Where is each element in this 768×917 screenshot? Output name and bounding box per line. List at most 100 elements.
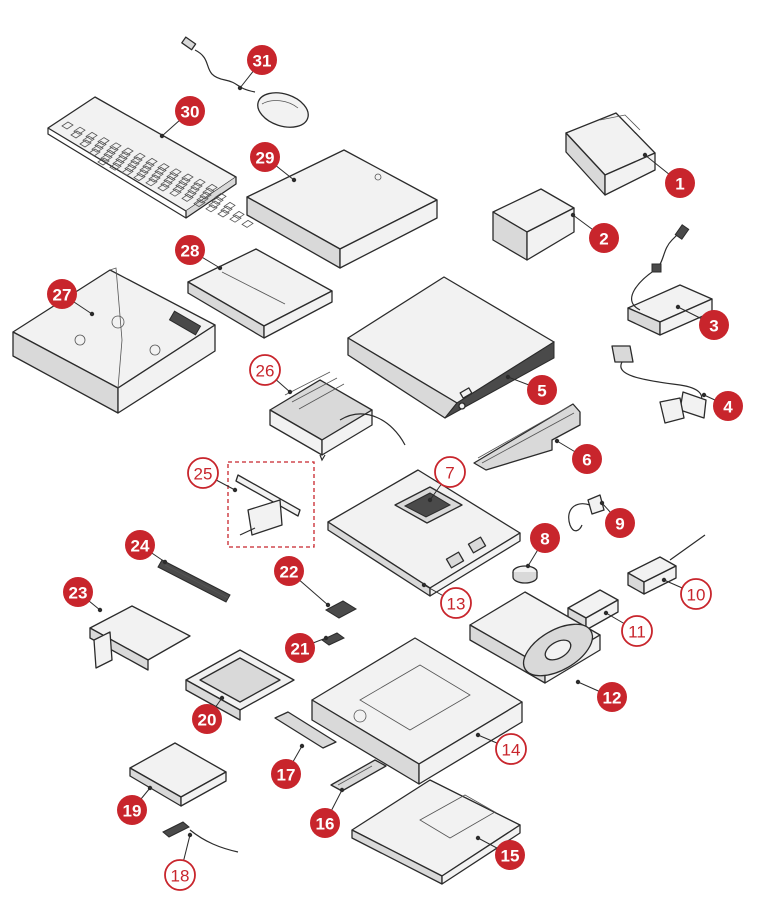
callout-number-4: 4 bbox=[723, 398, 733, 417]
leader-dot-3 bbox=[675, 304, 681, 310]
callout-2: 2 bbox=[589, 223, 619, 253]
callout-6: 6 bbox=[572, 444, 602, 474]
callout-19: 19 bbox=[117, 795, 147, 825]
leader-dot-17 bbox=[299, 743, 305, 749]
callout-14: 14 bbox=[495, 733, 527, 765]
callout-number-9: 9 bbox=[615, 515, 624, 534]
keyboard-key bbox=[88, 148, 101, 157]
callout-circle-25 bbox=[187, 457, 219, 489]
keyboard-key bbox=[157, 163, 170, 172]
keyboard-key bbox=[145, 157, 158, 166]
callout-number-5: 5 bbox=[537, 382, 546, 401]
callout-number-14: 14 bbox=[502, 741, 521, 760]
callout-number-30: 30 bbox=[181, 103, 200, 122]
keyboard-key bbox=[175, 181, 188, 190]
keyboard-key bbox=[148, 174, 161, 183]
callout-circle-20 bbox=[192, 704, 222, 734]
keyboard-key bbox=[169, 168, 182, 177]
leader-dot-27 bbox=[89, 311, 95, 317]
callout-23: 23 bbox=[63, 577, 93, 607]
keyboard-key bbox=[166, 172, 179, 181]
callout-circle-6 bbox=[572, 444, 602, 474]
part-28-optical-drive bbox=[187, 248, 333, 339]
callout-number-31: 31 bbox=[253, 52, 272, 71]
callout-number-12: 12 bbox=[603, 689, 622, 708]
callout-number-27: 27 bbox=[53, 286, 72, 305]
part-14-chassis bbox=[311, 637, 523, 785]
callout-number-20: 20 bbox=[198, 711, 217, 730]
part-3-power-adapter bbox=[627, 224, 713, 336]
part-17-ssd bbox=[274, 711, 337, 749]
keyboard-key bbox=[115, 155, 128, 164]
callout-number-6: 6 bbox=[582, 451, 591, 470]
keyboard-key bbox=[205, 204, 218, 213]
callout-1: 1 bbox=[665, 168, 695, 198]
part-30-keyboard bbox=[47, 96, 254, 228]
callout-10: 10 bbox=[680, 578, 712, 610]
callout-circle-28 bbox=[175, 235, 205, 265]
callout-number-10: 10 bbox=[687, 586, 706, 605]
keyboard-key bbox=[211, 196, 224, 205]
part-20-drive-bracket bbox=[185, 649, 295, 721]
callout-15: 15 bbox=[495, 840, 525, 870]
keyboard-key bbox=[136, 169, 149, 178]
leader-dot-26 bbox=[287, 389, 293, 395]
part-22-m2-module bbox=[324, 600, 358, 619]
keyboard-key bbox=[109, 142, 122, 151]
keyboard-key bbox=[181, 173, 194, 182]
keyboard-key bbox=[73, 126, 86, 135]
callout-circle-27 bbox=[47, 279, 77, 309]
leader-dot-4 bbox=[701, 392, 707, 398]
part-27-tray bbox=[12, 267, 216, 414]
callout-circle-1 bbox=[665, 168, 695, 198]
callout-21: 21 bbox=[285, 633, 315, 663]
callout-29: 29 bbox=[250, 142, 280, 172]
keyboard-key bbox=[112, 158, 125, 167]
callout-18: 18 bbox=[164, 859, 196, 891]
keyboard-key bbox=[91, 144, 104, 153]
keyboard-key bbox=[103, 149, 116, 158]
callout-20: 20 bbox=[192, 704, 222, 734]
part-15-bottom-cover bbox=[351, 779, 521, 885]
callout-number-25: 25 bbox=[194, 465, 213, 484]
leader-dot-24 bbox=[162, 559, 168, 565]
leader-dot-23 bbox=[97, 607, 103, 613]
keyboard-key bbox=[199, 191, 212, 200]
keyboard-key bbox=[241, 219, 254, 228]
callout-number-17: 17 bbox=[277, 766, 296, 785]
keyboard-key bbox=[139, 165, 152, 174]
leader-dot-2 bbox=[570, 212, 576, 218]
callout-circle-15 bbox=[495, 840, 525, 870]
callout-number-1: 1 bbox=[675, 175, 684, 194]
keyboard-key bbox=[193, 178, 206, 187]
keyboard-key bbox=[163, 175, 176, 184]
keyboard-key bbox=[205, 183, 218, 192]
callout-circle-22 bbox=[274, 556, 304, 586]
keyboard-key bbox=[124, 164, 137, 173]
keyboard-key bbox=[172, 184, 185, 193]
keyboard-key bbox=[100, 153, 113, 162]
leader-dot-15 bbox=[475, 835, 481, 841]
keyboard-key bbox=[178, 177, 191, 186]
part-2-bracket bbox=[492, 188, 575, 261]
callout-circle-4 bbox=[713, 391, 743, 421]
callout-17: 17 bbox=[271, 759, 301, 789]
leader-dot-7 bbox=[427, 497, 433, 503]
callout-11: 11 bbox=[621, 615, 653, 647]
leader-dot-9 bbox=[599, 500, 605, 506]
keyboard-key bbox=[61, 121, 74, 130]
leader-dot-12 bbox=[575, 679, 581, 685]
keyboard-key bbox=[154, 166, 167, 175]
callout-circle-26 bbox=[249, 354, 281, 386]
part-19-hdd bbox=[129, 742, 227, 807]
callout-number-22: 22 bbox=[280, 563, 299, 582]
callout-9: 9 bbox=[605, 508, 635, 538]
callout-circle-13 bbox=[440, 587, 472, 619]
callout-circle-30 bbox=[175, 96, 205, 126]
keyboard-key bbox=[151, 170, 164, 179]
callout-number-7: 7 bbox=[445, 464, 454, 483]
callout-7: 7 bbox=[434, 456, 466, 488]
leader-dot-19 bbox=[147, 785, 153, 791]
